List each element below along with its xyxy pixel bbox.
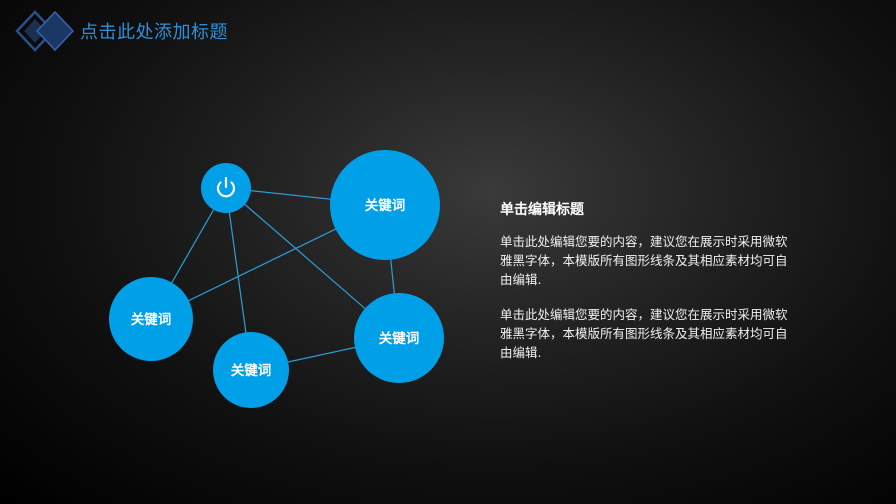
diagram-node-keyword-1[interactable]: 关键词 bbox=[330, 150, 440, 260]
diagram-node-keyword-2[interactable]: 关键词 bbox=[109, 277, 193, 361]
node-label: 关键词 bbox=[379, 330, 420, 347]
diagram-node-keyword-4[interactable]: 关键词 bbox=[354, 293, 444, 383]
content-text-block[interactable]: 单击编辑标题 单击此处编辑您要的内容，建议您在展示时采用微软雅黑字体，本模版所有… bbox=[500, 200, 790, 378]
power-icon bbox=[216, 176, 236, 198]
diagram-node-power[interactable] bbox=[201, 163, 251, 213]
logo-diamond-icon bbox=[15, 10, 75, 52]
node-label: 关键词 bbox=[131, 311, 172, 328]
diagram-node-keyword-3[interactable]: 关键词 bbox=[213, 332, 289, 408]
node-label: 关键词 bbox=[231, 362, 272, 379]
content-paragraph-1[interactable]: 单击此处编辑您要的内容，建议您在展示时采用微软雅黑字体，本模版所有图形线条及其相… bbox=[500, 234, 788, 287]
content-heading[interactable]: 单击编辑标题 bbox=[500, 202, 584, 218]
page-title[interactable]: 点击此处添加标题 bbox=[80, 22, 228, 43]
content-paragraph-2[interactable]: 单击此处编辑您要的内容，建议您在展示时采用微软雅黑字体，本模版所有图形线条及其相… bbox=[500, 307, 788, 360]
node-label: 关键词 bbox=[365, 197, 406, 214]
